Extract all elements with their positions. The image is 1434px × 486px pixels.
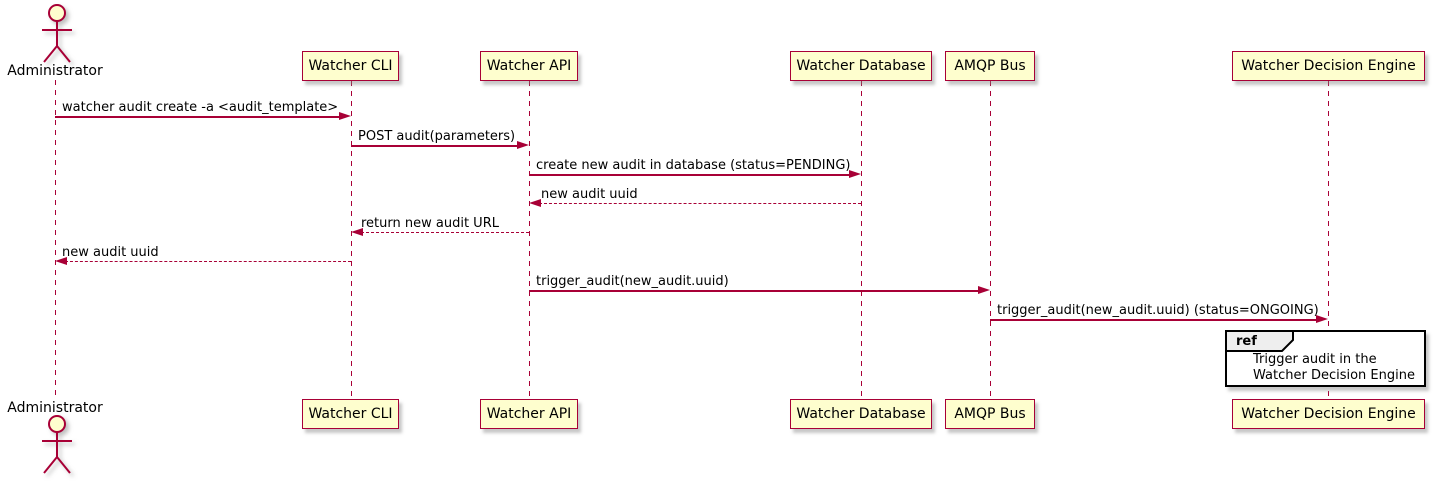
message-line (361, 232, 529, 233)
message-line (55, 116, 341, 118)
lifeline-watcher-database (861, 81, 862, 399)
ref-text-line2: Watcher Decision Engine (1253, 368, 1415, 383)
arrowhead-right-icon (339, 112, 351, 120)
message-label: create new audit in database (status=PEN… (536, 158, 851, 173)
message-label: POST audit(parameters) (358, 129, 516, 144)
participant-watcher-decision-engine-bottom: Watcher Decision Engine (1232, 399, 1425, 429)
lifeline-administrator (55, 80, 56, 399)
arrowhead-left-icon (529, 199, 541, 207)
message-line (351, 145, 519, 147)
participant-watcher-database-bottom: Watcher Database (790, 399, 932, 429)
lifeline-watcher-decision-engine (1328, 81, 1329, 399)
message-label: return new audit URL (361, 216, 499, 231)
participant-watcher-decision-engine-top: Watcher Decision Engine (1232, 51, 1425, 81)
actor-icon (42, 4, 72, 63)
arrowhead-left-icon (351, 228, 363, 236)
message-line (539, 203, 861, 204)
participant-watcher-api-bottom: Watcher API (480, 399, 578, 429)
participant-watcher-api-top: Watcher API (480, 51, 578, 81)
message-label: trigger_audit(new_audit.uuid) (536, 274, 729, 289)
message-line (990, 319, 1318, 321)
ref-keyword: ref (1236, 334, 1257, 349)
actor-administrator-bottom-label: Administrator (7, 400, 103, 416)
participant-watcher-database-top: Watcher Database (790, 51, 932, 81)
participant-watcher-cli-bottom: Watcher CLI (302, 399, 399, 429)
lifeline-amqp-bus (990, 81, 991, 399)
participant-amqp-bus-top: AMQP Bus (945, 51, 1035, 81)
message-label: new audit uuid (62, 245, 159, 260)
message-line (529, 290, 980, 292)
message-line (65, 261, 351, 262)
message-label: trigger_audit(new_audit.uuid) (status=ON… (997, 303, 1319, 318)
actor-icon (42, 415, 72, 474)
arrowhead-right-icon (517, 141, 529, 149)
lifeline-watcher-api (529, 81, 530, 399)
arrowhead-right-icon (1316, 315, 1328, 323)
participant-watcher-cli-top: Watcher CLI (302, 51, 399, 81)
ref-text-line1: Trigger audit in the (1253, 352, 1377, 367)
participant-amqp-bus-bottom: AMQP Bus (945, 399, 1035, 429)
arrowhead-left-icon (55, 257, 67, 265)
message-label: watcher audit create -a <audit_template> (62, 100, 339, 115)
actor-administrator-top-label: Administrator (7, 63, 103, 79)
message-line (529, 174, 851, 176)
arrowhead-right-icon (849, 170, 861, 178)
message-label: new audit uuid (541, 187, 638, 202)
ref-fragment: ref Trigger audit in the Watcher Decisio… (1225, 330, 1426, 387)
arrowhead-right-icon (978, 286, 990, 294)
lifeline-watcher-cli (351, 81, 352, 399)
ref-tab-icon (1225, 330, 1294, 352)
